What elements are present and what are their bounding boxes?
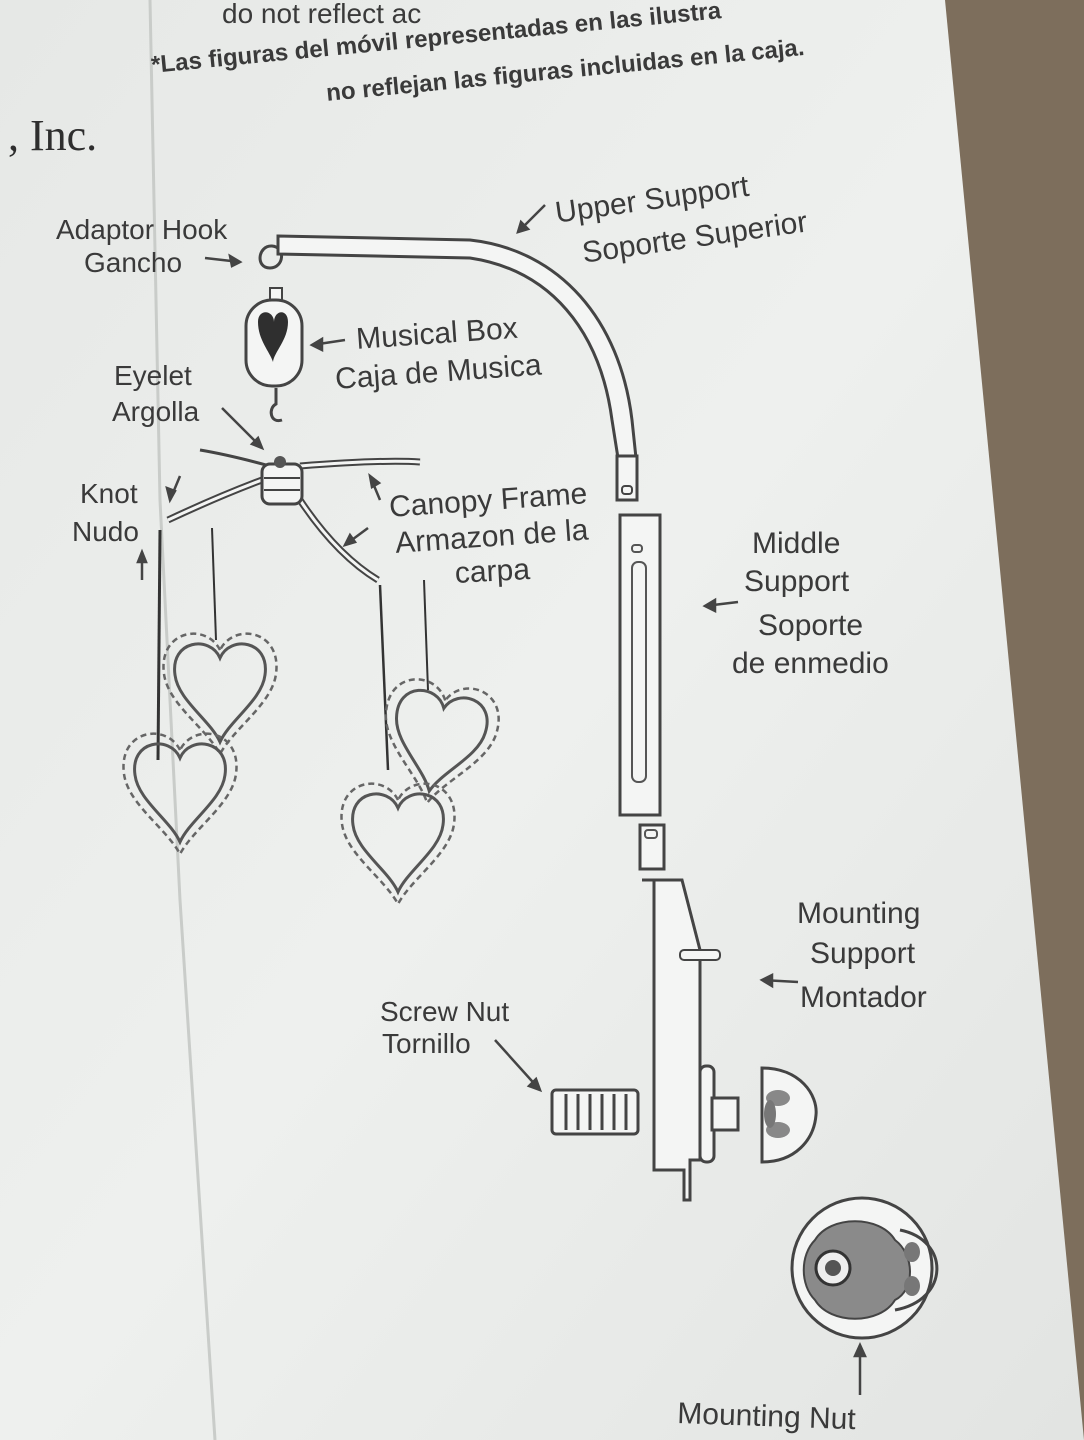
label-mounting-support-es: Montador	[800, 981, 927, 1014]
label-eyelet-en: Eyelet	[114, 360, 192, 391]
label-middle-support-es2: de enmedio	[732, 647, 889, 680]
company-name: , Inc.	[8, 111, 98, 160]
label-mounting-nut-en: Mounting Nut	[676, 1396, 857, 1437]
label-knot-es: Nudo	[72, 516, 139, 547]
mounting-nut	[790, 1196, 939, 1340]
label-mounting-support-en2: Support	[810, 937, 916, 970]
fold-crease	[148, 0, 217, 1440]
pointer-arrows	[136, 204, 867, 1395]
label-canopy-frame-es2: carpa	[454, 553, 531, 590]
label-eyelet-es: Argolla	[112, 396, 200, 427]
label-middle-support-es1: Soporte	[758, 609, 864, 642]
adaptor-hook	[258, 244, 283, 270]
label-screw-nut-es: Tornillo	[382, 1028, 471, 1059]
label-screw-nut-en: Screw Nut	[380, 996, 510, 1027]
screw-nut	[550, 1088, 640, 1136]
box-hook	[269, 388, 283, 423]
musical-box	[244, 287, 304, 423]
mounting-cap	[760, 1066, 818, 1164]
label-adaptor-hook-es: Gancho	[84, 247, 183, 278]
label-knot-en: Knot	[80, 478, 138, 509]
middle-support	[618, 513, 662, 817]
canopy-frame	[166, 448, 421, 583]
heart-icon	[258, 312, 288, 362]
eyelet	[274, 456, 286, 468]
header-english-line: do not reflect ac	[222, 0, 422, 29]
label-adaptor-hook-en: Adaptor Hook	[56, 214, 228, 245]
label-middle-support-en2: Support	[744, 565, 850, 598]
mounting-washer	[698, 1064, 740, 1164]
label-mounting-support-en1: Mounting	[797, 897, 921, 930]
label-middle-support-en1: Middle	[752, 527, 841, 560]
